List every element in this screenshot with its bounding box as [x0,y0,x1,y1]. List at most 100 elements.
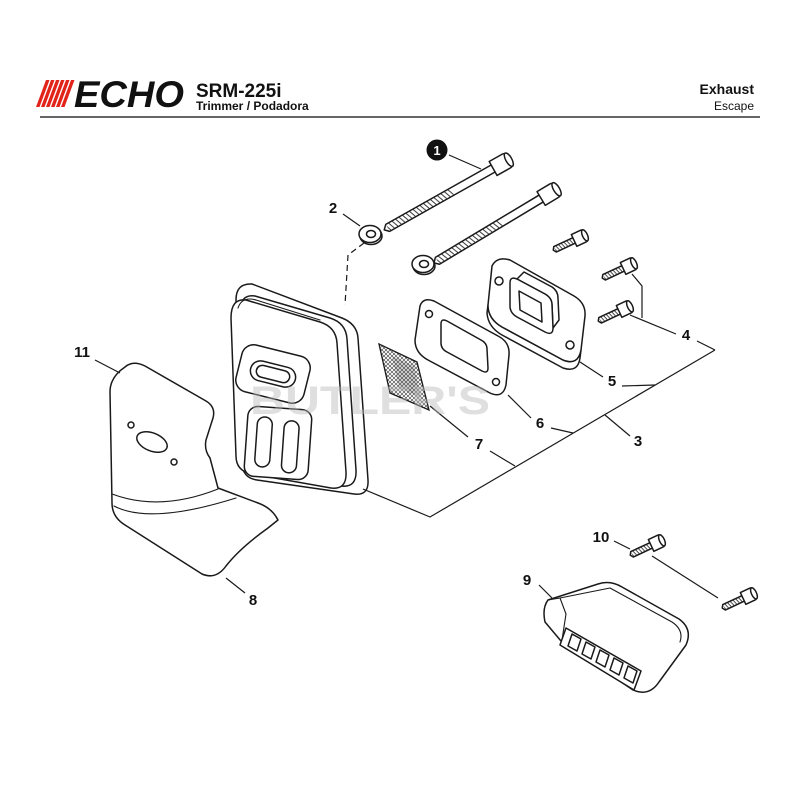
screw-thread [630,543,652,558]
leader-6-link [550,427,574,434]
section-title: Exhaust [700,81,755,97]
cover-vent-slot [595,649,610,668]
callout-4: 4 [682,327,691,344]
muffler-vent-slot [254,416,274,468]
screw-thread [598,309,620,324]
heat-shield-bend-line [113,497,237,515]
heat-shield-bolt-hole [170,458,178,466]
leader-7-link [489,450,516,467]
callout-1: 1 [426,139,448,161]
part-4-screw [552,229,590,253]
logo-stripe [61,80,75,107]
leader-5 [579,361,604,378]
callout-5: 5 [608,373,616,390]
cover-vent-slot [581,641,596,660]
cover-top-edge [559,587,682,643]
callout-8: 8 [249,592,257,609]
logo-stripe [51,80,65,107]
screw-head-face [749,587,759,600]
cover-vent-slot [567,633,582,652]
logo-stripe [56,80,70,107]
cover-side-plate [547,597,567,641]
logo-stripe [41,80,55,107]
callout-6: 6 [536,415,544,432]
callout-7: 7 [475,436,483,453]
bolt-head-face [503,152,515,168]
leader-5-link [621,384,656,387]
leader-2 [342,213,361,227]
screw-head-face [625,300,635,313]
leader-9 [538,584,553,599]
leader-3 [604,414,631,437]
section-subtitle: Escape [714,99,754,113]
screw-thread [553,238,575,253]
part-1-bolt [383,152,515,233]
cover-vent-slot [623,665,638,684]
part-2-washer [358,224,383,246]
gasket-port-opening [440,319,489,373]
part-5-flange-plate [486,258,586,370]
leader-3-bracket [362,349,716,518]
spark-screen-mesh [378,342,430,412]
part-10-screw [721,587,759,611]
screw-thread [722,596,744,611]
callout-9: 9 [523,572,531,589]
callout-10: 10 [593,529,610,546]
callout-3: 3 [634,433,642,450]
logo-wordmark: ECHO [74,74,184,115]
part-4-screw [597,300,635,324]
logo-speed-stripes [36,80,75,107]
washer-hole [418,259,430,269]
echo-logo: ECHO [36,74,184,115]
muffler-vent-slot [280,420,300,474]
part-3-muffler [230,283,369,495]
leader-4-bracket [631,273,643,318]
leader-4-link [696,340,716,351]
flange-bolt-hole [494,276,504,286]
part-1-bolt [433,181,562,266]
gasket-bolt-hole [424,309,434,319]
leader-6 [507,394,532,419]
cover-vent-slot [609,657,624,676]
leader-2-dashed [344,242,365,306]
heat-shield-plate [109,362,279,577]
muffler-top-ridge [237,298,321,321]
part-9-cover [543,581,690,693]
bolt-thread [435,219,503,265]
part-6-gasket [414,299,510,396]
model-number: SRM-225i [196,81,282,102]
leader-4 [629,314,677,335]
flange-port-opening [518,290,543,323]
leader-8 [225,577,246,594]
part-10-screw [629,534,667,558]
heat-shield-bend-line [111,488,219,503]
part-4-screw [601,257,639,281]
leader-10 [613,540,631,550]
part-7-spark-screen [378,342,430,412]
bolt-thread [385,188,455,232]
screw-head-face [629,257,639,270]
part-11-heat-shield [109,362,279,577]
logo-stripe [36,80,50,107]
leader-10-link [651,555,719,599]
screw-head-face [580,229,590,242]
heat-shield-exhaust-hole [136,430,168,454]
callout-1-number: 1 [433,143,440,158]
bolt-head-face [551,181,562,197]
callout-11: 11 [74,344,90,361]
product-name: Trimmer / Podadora [196,99,309,113]
leader-11 [94,359,121,374]
washer-hole [365,229,377,239]
spark-screen-shading [392,356,421,398]
flange-bolt-hole [565,340,575,350]
logo-stripe [46,80,60,107]
screw-thread [602,266,624,281]
leader-1 [448,154,482,170]
heat-shield-bolt-hole [127,421,135,429]
callout-2: 2 [329,200,337,217]
cover-body [543,581,690,693]
leader-lines [94,154,719,599]
watermark: BUTLER'S [250,379,490,423]
leader-7 [429,405,469,438]
